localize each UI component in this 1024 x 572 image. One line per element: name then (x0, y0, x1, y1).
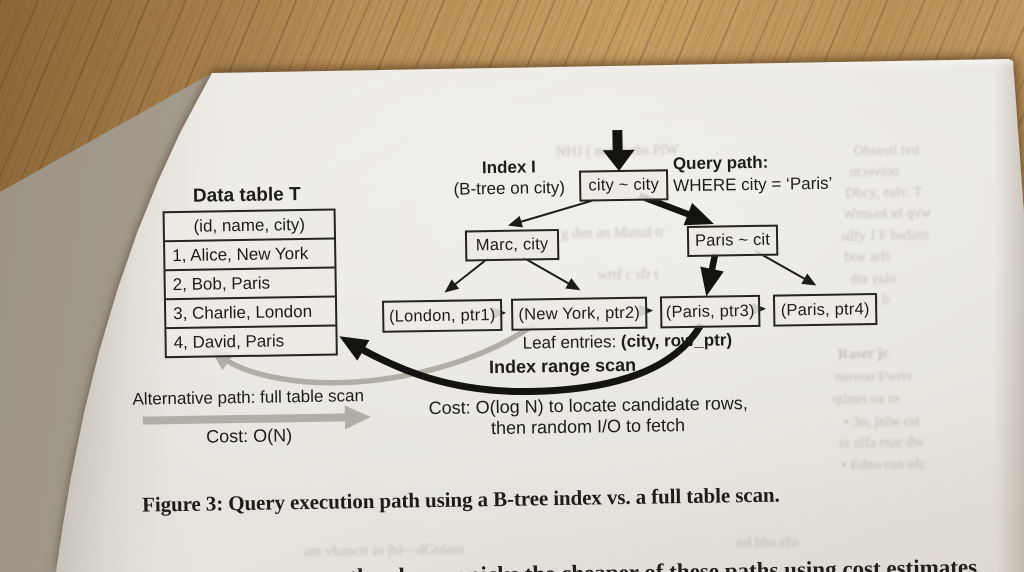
leaf-entries-format: (city, row_ptr) (620, 330, 733, 352)
table-row: 4, David, Paris (173, 330, 285, 352)
btree-leaf-node: (Paris, ptr3) (659, 294, 761, 329)
edge-marc-to-london (444, 257, 489, 293)
alternative-path-label: Alternative path: full table scan (132, 386, 365, 409)
index-label-line1: Index I (481, 157, 536, 178)
cost-full-scan-label: Cost: O(N) (205, 425, 293, 447)
btree-leaf-node: (New York, ptr2) (510, 296, 648, 331)
cost-index-line2: then random I/O to fetch (490, 415, 686, 439)
table-row: 2, Bob, Paris (165, 268, 335, 301)
table-row: (id, name, city) (164, 210, 335, 243)
alternative-path-arrow (142, 405, 371, 430)
edge-marc-to-newyork (522, 256, 581, 291)
query-path-paris-to-leaf (700, 252, 724, 297)
btree-leaf-node: (Paris, ptr4) (772, 293, 878, 327)
edge-root-to-marc (507, 198, 597, 228)
query-path-line2: WHERE city = ‘Paris’ (673, 173, 833, 196)
index-range-scan-arrow (339, 322, 705, 395)
edge-paris-to-ptr4 (754, 250, 817, 286)
index-label: Index I (B-tree on city) (438, 156, 581, 200)
query-entry-arrow (602, 129, 635, 172)
btree-internal-node-left: Marc, city (464, 229, 560, 262)
leaf-entries-prefix: Leaf entries: (522, 332, 622, 353)
leaf-entries-label: Leaf entries: (city, row_ptr) (523, 330, 733, 353)
index-range-scan-label: Index range scan (488, 354, 637, 378)
full-table-scan-curve-arrow (210, 322, 536, 386)
query-path-label: Query path: WHERE city = ‘Paris’ (673, 151, 833, 197)
index-label-line2: (B-tree on city) (453, 177, 566, 199)
btree-internal-node-right: Paris ~ cit (686, 224, 779, 257)
data-table: (id, name, city) 1, Alice, New York 2, B… (162, 208, 338, 359)
btree-leaf-node: (London, ptr1) (381, 298, 503, 333)
btree-root-node: city ~ city (578, 169, 669, 202)
data-table-title: Data table T (192, 184, 301, 207)
table-row: 1, Alice, New York (165, 239, 335, 272)
query-path-line1: Query path: (672, 152, 769, 174)
table-row: 3, Charlie, London (165, 297, 336, 330)
